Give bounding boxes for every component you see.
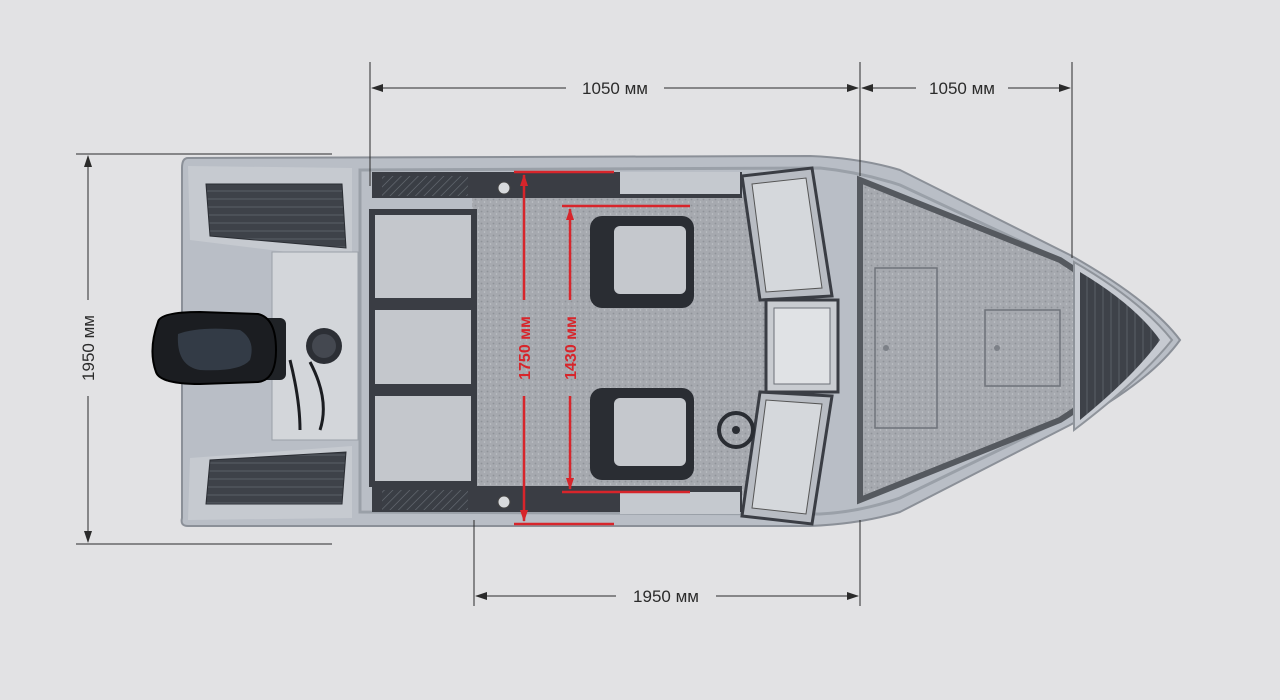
interior-dimensions — [514, 170, 690, 526]
dimension-lines — [76, 62, 1073, 606]
dim-label-top-right: 1050 мм — [929, 79, 995, 98]
side-hatch-top — [382, 176, 468, 196]
seat-bottom — [590, 388, 694, 480]
bow-hatch-small — [984, 309, 1061, 387]
dim-label-1430: 1430 мм — [563, 316, 580, 380]
dim-label-bottom: 1950 мм — [633, 587, 699, 606]
boat — [151, 154, 1182, 527]
bow-hatch-large — [874, 267, 938, 429]
dim-label-left: 1950 мм — [79, 315, 98, 381]
console-top — [740, 166, 834, 302]
rear-bench — [369, 209, 477, 487]
walkthrough-door — [764, 298, 840, 394]
dim-label-1750: 1750 мм — [517, 316, 534, 380]
dim-label-top-left: 1050 мм — [582, 79, 648, 98]
side-hatch-bottom — [382, 490, 468, 510]
steering-wheel — [717, 411, 755, 449]
stern-platform-top — [188, 166, 352, 260]
seat-top — [590, 216, 694, 308]
outboard-motor — [151, 310, 325, 431]
stern-platform-bottom — [188, 446, 352, 520]
